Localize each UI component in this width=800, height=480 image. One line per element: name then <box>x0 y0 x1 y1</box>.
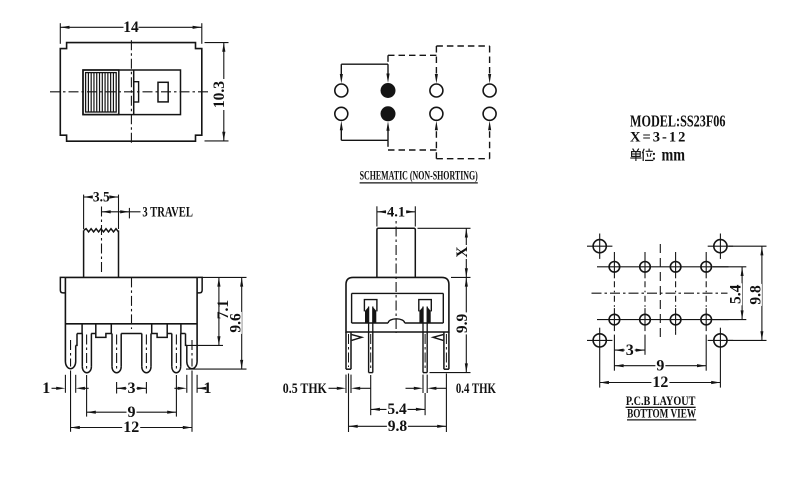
svg-text:1: 1 <box>204 380 212 397</box>
svg-text:3: 3 <box>626 342 634 359</box>
svg-text:0.5 THK: 0.5 THK <box>283 381 328 397</box>
svg-text:5.4: 5.4 <box>387 401 407 418</box>
svg-text:9.9: 9.9 <box>454 313 471 333</box>
svg-text:1: 1 <box>42 380 50 397</box>
svg-text:X=3-12: X=3-12 <box>630 129 687 145</box>
svg-text:3 TRAVEL: 3 TRAVEL <box>142 204 193 220</box>
svg-text:10.3: 10.3 <box>211 81 228 108</box>
svg-text:MODEL:SS23F06: MODEL:SS23F06 <box>630 112 726 131</box>
svg-text:12: 12 <box>123 419 139 436</box>
svg-text:7.1: 7.1 <box>215 300 232 319</box>
svg-text:12: 12 <box>652 374 668 391</box>
svg-text:9.6: 9.6 <box>227 313 244 333</box>
svg-text:0.4 THK: 0.4 THK <box>456 381 497 397</box>
svg-text:3.5: 3.5 <box>93 190 110 206</box>
svg-text:9: 9 <box>656 357 664 374</box>
svg-text:9.8: 9.8 <box>388 418 408 435</box>
svg-text:9: 9 <box>128 404 136 421</box>
svg-text:P.C.B LAYOUT: P.C.B LAYOUT <box>626 393 696 408</box>
svg-text:X: X <box>454 246 471 258</box>
svg-text:5.4: 5.4 <box>728 284 745 304</box>
svg-text:9.8: 9.8 <box>747 285 764 305</box>
svg-text:4.1: 4.1 <box>387 205 405 221</box>
svg-text:14: 14 <box>123 19 139 36</box>
svg-text:BOTTOM VIEW: BOTTOM VIEW <box>627 405 696 420</box>
svg-text:SCHEMATIC (NON-SHORTING): SCHEMATIC (NON-SHORTING) <box>360 169 478 183</box>
svg-text:3: 3 <box>128 380 136 397</box>
svg-text:mm: mm <box>662 144 686 164</box>
